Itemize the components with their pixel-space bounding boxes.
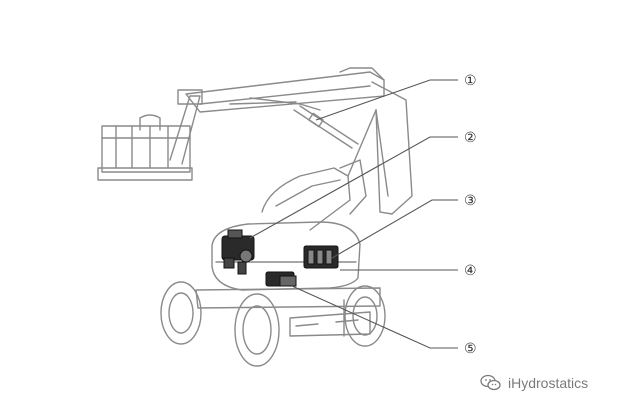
lift-cylinder bbox=[293, 105, 359, 149]
platform-basket bbox=[97, 114, 193, 181]
hydraulic-pump-component bbox=[221, 229, 255, 275]
jib-arm bbox=[169, 89, 203, 165]
leader-line-3 bbox=[331, 199, 458, 259]
watermark: iHydrostatics bbox=[480, 371, 588, 395]
callout-1: ① bbox=[464, 73, 477, 89]
watermark-text: iHydrostatics bbox=[508, 375, 589, 391]
wechat-icon bbox=[480, 374, 501, 391]
callout-4: ④ bbox=[464, 263, 477, 279]
wheels bbox=[160, 281, 386, 367]
callout-5: ⑤ bbox=[464, 341, 477, 357]
leader-line-5 bbox=[291, 285, 458, 349]
leader-line-2 bbox=[249, 136, 458, 239]
motor-valve-component bbox=[265, 271, 297, 287]
callout-3: ③ bbox=[464, 193, 477, 209]
callout-2: ② bbox=[464, 130, 477, 146]
main-boom bbox=[185, 67, 385, 113]
leader-line-1 bbox=[315, 79, 458, 121]
riser-arm bbox=[339, 81, 413, 215]
control-valve-block bbox=[303, 245, 339, 269]
chassis bbox=[195, 287, 381, 337]
